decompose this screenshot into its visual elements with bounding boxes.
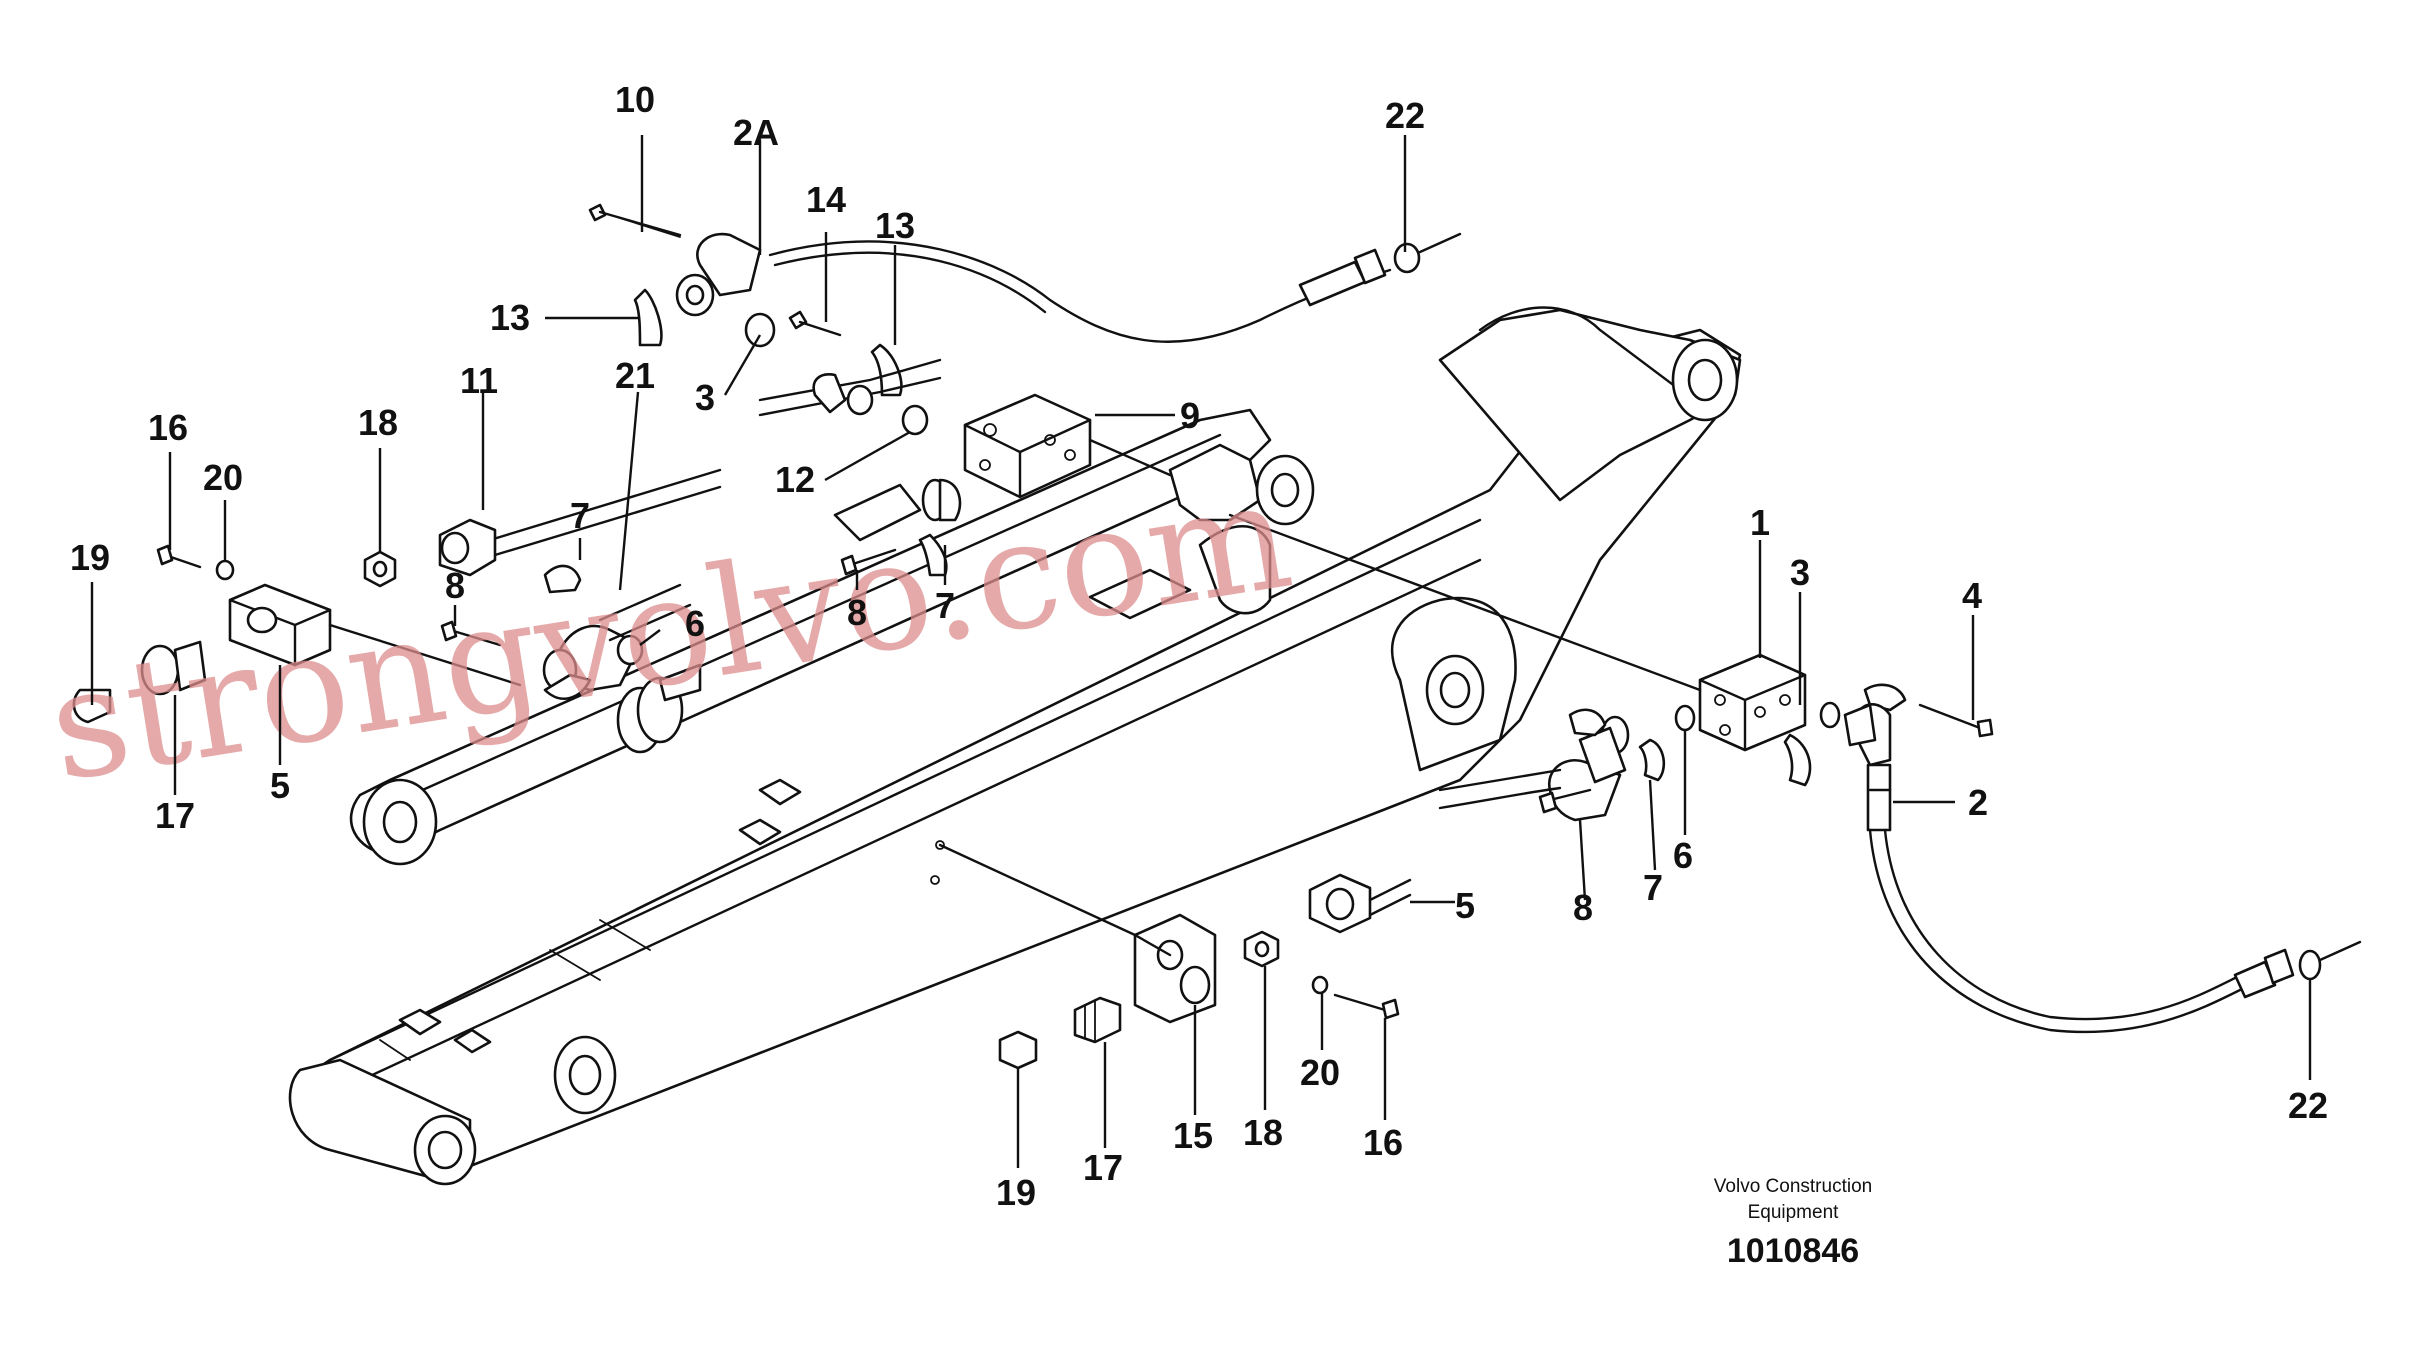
callout-3-upper: 3	[695, 377, 715, 418]
callout-18-lower: 18	[1243, 1112, 1283, 1153]
callout-16-left: 16	[148, 407, 188, 448]
callout-21: 21	[615, 355, 655, 396]
callout-8-left: 8	[445, 565, 465, 606]
callout-10: 10	[615, 79, 655, 120]
callout-14: 14	[806, 179, 846, 220]
upper-fittings	[588, 203, 1172, 577]
callout-13-upper: 13	[875, 205, 915, 246]
callout-18-left: 18	[358, 402, 398, 443]
callout-19-lower: 19	[996, 1172, 1036, 1213]
callout-15: 15	[1173, 1115, 1213, 1156]
caption-line2: Equipment	[1748, 1202, 1840, 1223]
drawing-number: 1010846	[1727, 1232, 1859, 1270]
callout-20-lower: 20	[1300, 1052, 1340, 1093]
leader-lines	[90, 135, 2312, 1168]
callout-8-upper: 8	[847, 592, 867, 633]
caption-line1: Volvo Construction	[1714, 1176, 1872, 1197]
callout-9: 9	[1180, 395, 1200, 436]
hose-2a	[633, 232, 1462, 348]
right-fittings	[1228, 513, 2362, 1034]
callout-3-right: 3	[1790, 552, 1810, 593]
drawing-caption: Volvo Construction Equipment 1010846	[1714, 1176, 1872, 1270]
callout-1: 1	[1750, 502, 1770, 543]
callout-22-upper: 22	[1385, 95, 1425, 136]
boom-arm	[288, 306, 1742, 1186]
callout-8-right: 8	[1573, 887, 1593, 928]
callout-19-left: 19	[70, 537, 110, 578]
callout-2a: 2A	[733, 112, 779, 153]
callout-12: 12	[775, 459, 815, 500]
callout-6-left: 6	[685, 603, 705, 644]
left-fittings	[72, 468, 722, 724]
callout-20-left: 20	[203, 457, 243, 498]
callout-5-left: 5	[270, 765, 290, 806]
lower-fittings	[930, 840, 1412, 1070]
callout-22-lower: 22	[2288, 1085, 2328, 1126]
callout-5-right: 5	[1455, 885, 1475, 926]
callout-4: 4	[1962, 575, 1982, 616]
callout-7-left: 7	[570, 495, 590, 536]
hydraulic-cylinder	[349, 408, 1315, 866]
callout-16-lower: 16	[1363, 1122, 1403, 1163]
callout-6-right: 6	[1673, 835, 1693, 876]
callout-17-lower: 17	[1083, 1147, 1123, 1188]
callout-2: 2	[1968, 782, 1988, 823]
callout-7-right: 7	[1643, 867, 1663, 908]
callout-labels: 10 2A 14 13 13 22 21 3 9 11 18 16 20 12 …	[70, 79, 2328, 1213]
callout-7-upper: 7	[935, 585, 955, 626]
callout-11: 11	[460, 360, 498, 401]
callout-17-left: 17	[155, 795, 195, 836]
callout-13-left: 13	[490, 297, 530, 338]
